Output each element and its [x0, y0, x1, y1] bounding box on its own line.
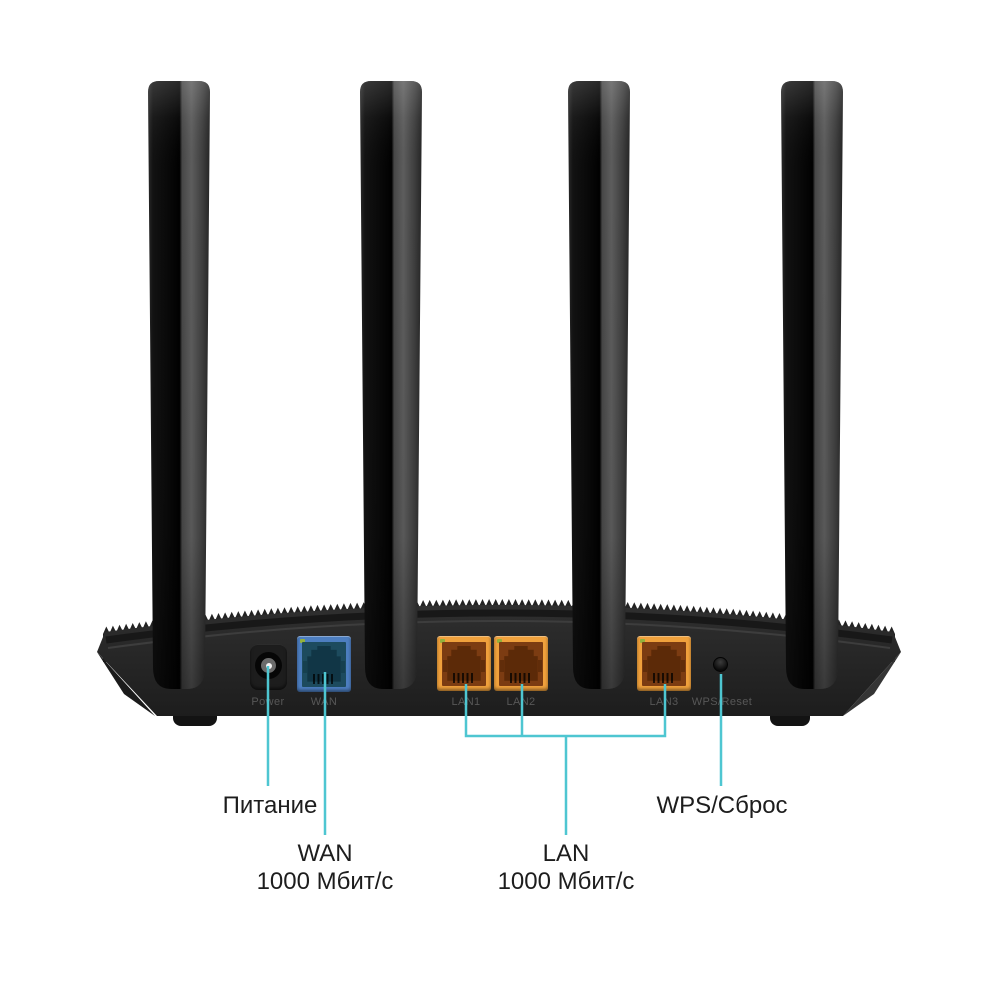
wan-port: [297, 636, 351, 692]
wps-reset-label: WPS/Reset: [691, 696, 753, 708]
antenna-4: [781, 81, 843, 689]
rj45-pins: [313, 673, 335, 684]
rj45-tab: [642, 660, 647, 672]
wps-reset-button: [713, 657, 728, 672]
lan3-led-icon: [640, 639, 645, 643]
lan3-port-label: LAN3: [649, 696, 679, 708]
antenna-3: [568, 81, 630, 689]
rj45-tab: [481, 660, 486, 672]
lan-callout-label: LAN 1000 Мбит/с: [498, 840, 635, 896]
power-jack-pin: [265, 662, 272, 669]
lan2-led-icon: [497, 639, 502, 643]
antennas: [148, 81, 843, 689]
rj45-tab: [681, 660, 686, 672]
lan-callout-title: LAN: [542, 840, 590, 867]
rj45-tab: [499, 660, 504, 672]
lan2-port: [494, 636, 548, 691]
wan-callout-label: WAN 1000 Мбит/с: [257, 840, 394, 896]
antenna-2: [360, 81, 422, 689]
wan-led-icon: [300, 639, 305, 643]
rj45-tab: [302, 660, 307, 673]
lan1-port-cavity: [442, 642, 486, 686]
power-callout-label: Питание: [222, 792, 318, 819]
rj45-pins: [453, 673, 475, 683]
lan3-port: [637, 636, 691, 691]
power-jack: [250, 644, 287, 690]
rj45-tab: [341, 660, 346, 673]
lan2-port-label: LAN2: [506, 696, 536, 708]
wan-callout-title: WAN: [297, 840, 353, 867]
rj45-pins: [653, 673, 675, 683]
power-jack-pin-ring: [261, 658, 276, 673]
wan-port-cavity: [302, 642, 346, 687]
power-jack-ring: [255, 652, 282, 679]
lan-callout-speed: 1000 Мбит/с: [497, 868, 635, 895]
wan-port-label: WAN: [310, 696, 338, 708]
antenna-1: [148, 81, 210, 689]
lan1-port: [437, 636, 491, 691]
lan1-led-icon: [440, 639, 445, 643]
power-port-label: Power: [251, 696, 285, 708]
wan-callout-speed: 1000 Мбит/с: [256, 868, 394, 895]
rj45-tab: [538, 660, 543, 672]
rj45-pins: [510, 673, 532, 683]
lan3-port-cavity: [642, 642, 686, 686]
lan2-port-cavity: [499, 642, 543, 686]
rj45-tab: [442, 660, 447, 672]
wps-callout-label: WPS/Сброс: [656, 792, 788, 819]
lan1-port-label: LAN1: [451, 696, 481, 708]
